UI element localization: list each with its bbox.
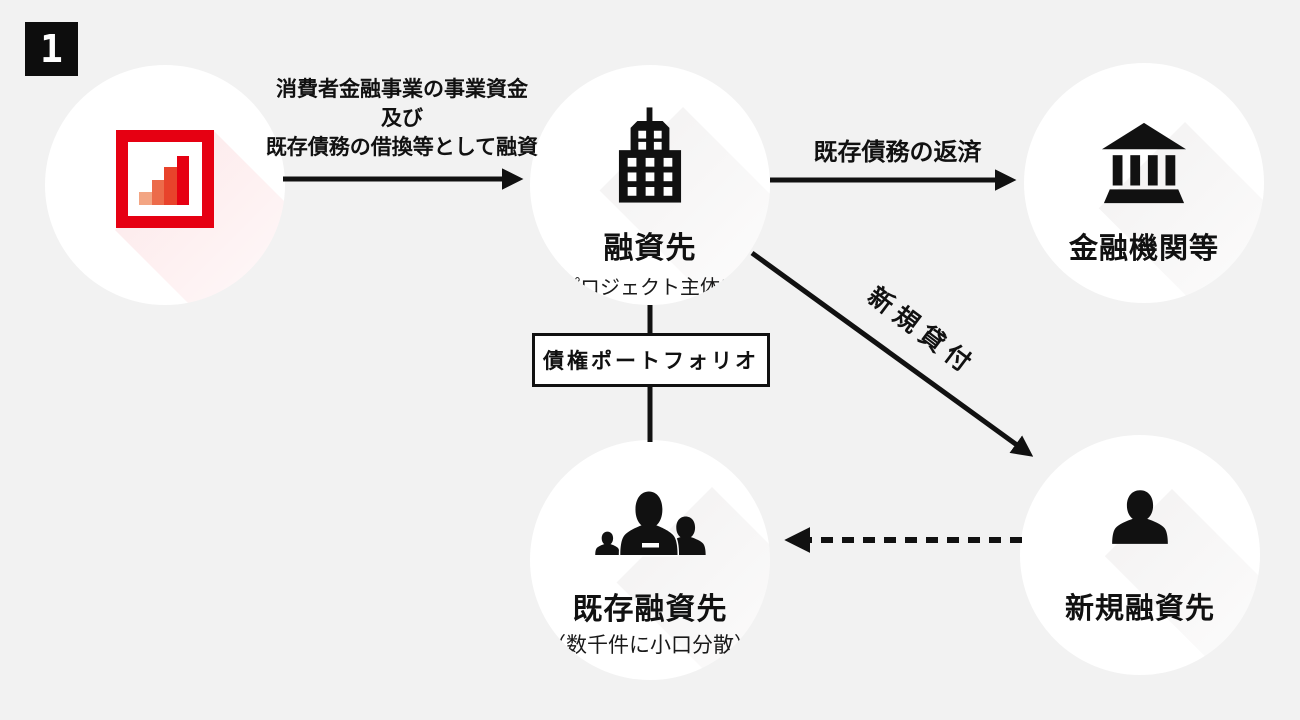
step-number: 1	[40, 27, 63, 71]
funding-arrow-label: 消費者金融事業の事業資金 及び 既存債務の借換等として融資	[252, 75, 552, 162]
node-sublabel: （プロジェクト主体者）	[540, 277, 760, 299]
node-lender	[45, 65, 285, 305]
node-borrower: 融資先 （プロジェクト主体者）	[530, 65, 770, 305]
bar-chart-logo-icon	[116, 130, 214, 228]
node-label: 融資先	[603, 232, 697, 265]
logo-bars	[139, 155, 189, 205]
repayment-arrow-label: 既存債務の返済	[813, 139, 982, 166]
logo-bar	[139, 192, 152, 205]
bank-icon	[1100, 122, 1188, 209]
logo-bar	[151, 180, 164, 205]
node-label: 新規融資先	[1064, 593, 1215, 625]
step-badge: 1	[25, 22, 78, 76]
node-label: 金融機関等	[1068, 233, 1219, 265]
node-existing-borrowers: 既存融資先 （数千件に小口分散）	[530, 440, 770, 680]
logo-bar	[176, 156, 189, 205]
portfolio-box: 債権ポートフォリオ	[532, 333, 770, 387]
building-icon	[617, 107, 683, 208]
node-sublabel: （数千件に小口分散）	[545, 634, 755, 657]
funding-label-line1: 消費者金融事業の事業資金	[276, 78, 528, 101]
funding-label-line2: 及び	[381, 107, 423, 130]
people-group-icon	[589, 487, 711, 562]
logo-bar	[164, 167, 177, 205]
node-new-borrowers: 新規融資先	[1020, 435, 1260, 675]
person-icon	[1107, 490, 1173, 549]
node-financial-institutions: 金融機関等	[1024, 63, 1264, 303]
funding-label-line3: 既存債務の借換等として融資	[265, 136, 539, 159]
portfolio-box-label: 債権ポートフォリオ	[543, 350, 759, 373]
new-lending-arrow-label: 新規貸付	[862, 281, 982, 382]
node-label: 既存融資先	[572, 593, 728, 626]
